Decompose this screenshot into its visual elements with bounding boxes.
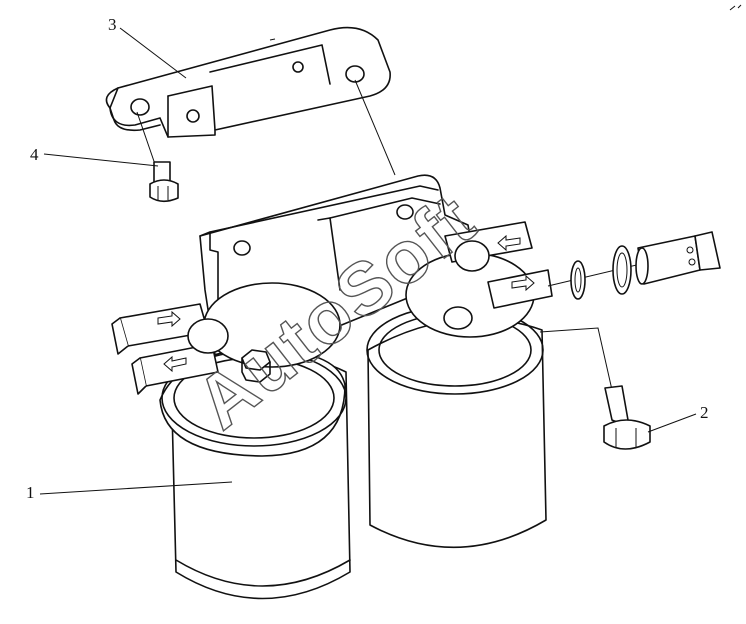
banjo-fitting-assembly (547, 231, 721, 300)
mounting-bracket-part-3 (105, 26, 391, 138)
callout-4: 4 (30, 145, 159, 167)
right-port-fittings (443, 221, 553, 330)
bolt-part-2 (539, 327, 651, 450)
filter-canister-part-1 (159, 282, 351, 600)
callout-label-3: 3 (108, 15, 117, 34)
filter-canister-part-2 (366, 252, 547, 549)
center-bolt-head (241, 349, 271, 383)
callout-label-1: 1 (26, 483, 35, 502)
corner-mark (729, 4, 742, 11)
assembly-guide-line (354, 79, 396, 176)
callout-label-2: 2 (700, 403, 709, 422)
bolt-part-4 (136, 111, 179, 203)
left-port-fittings (111, 303, 229, 395)
callout-3: 3 (108, 15, 187, 79)
callout-2: 2 (647, 403, 709, 433)
callout-label-4: 4 (30, 145, 39, 164)
callout-1: 1 (26, 481, 233, 502)
